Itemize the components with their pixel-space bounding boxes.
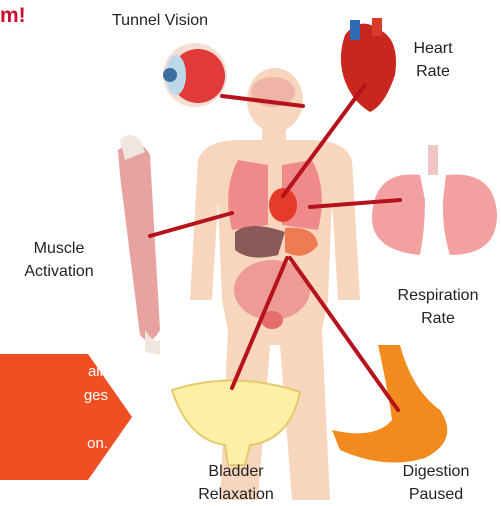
label-digestion-line2: Paused xyxy=(388,483,484,506)
label-digestion-line1: Digestion xyxy=(388,460,484,483)
label-bladder-relaxation: Bladder Relaxation xyxy=(188,460,284,506)
label-bladder-line2: Relaxation xyxy=(188,483,284,506)
label-bladder-line1: Bladder xyxy=(188,460,284,483)
label-respiration-rate: Respiration Rate xyxy=(386,284,490,330)
label-muscle-activation: Muscle Activation xyxy=(16,237,102,283)
callout-line-3 xyxy=(0,408,110,432)
partial-title: m! xyxy=(0,4,26,28)
label-heart-rate-line1: Heart xyxy=(406,37,460,60)
bladder-organ xyxy=(172,380,300,465)
label-respiration-line1: Respiration xyxy=(386,284,490,307)
label-muscle-line1: Muscle xyxy=(16,237,102,260)
callout-line-4: on. xyxy=(0,432,110,456)
callout-line-2: ges xyxy=(0,384,110,408)
callout-line-1: ain xyxy=(0,360,110,384)
stomach-organ xyxy=(332,345,447,463)
label-digestion-paused: Digestion Paused xyxy=(388,460,484,506)
label-tunnel-vision: Tunnel Vision xyxy=(112,9,208,32)
label-heart-rate: Heart Rate xyxy=(406,37,460,83)
body-liver xyxy=(235,226,285,258)
heart-organ xyxy=(341,18,396,112)
label-heart-rate-line2: Rate xyxy=(406,60,460,83)
callout-text: ain ges on. xyxy=(0,360,110,456)
label-respiration-line2: Rate xyxy=(386,307,490,330)
muscle-organ xyxy=(118,135,160,355)
label-muscle-line2: Activation xyxy=(16,260,102,283)
eye-organ xyxy=(163,43,227,107)
